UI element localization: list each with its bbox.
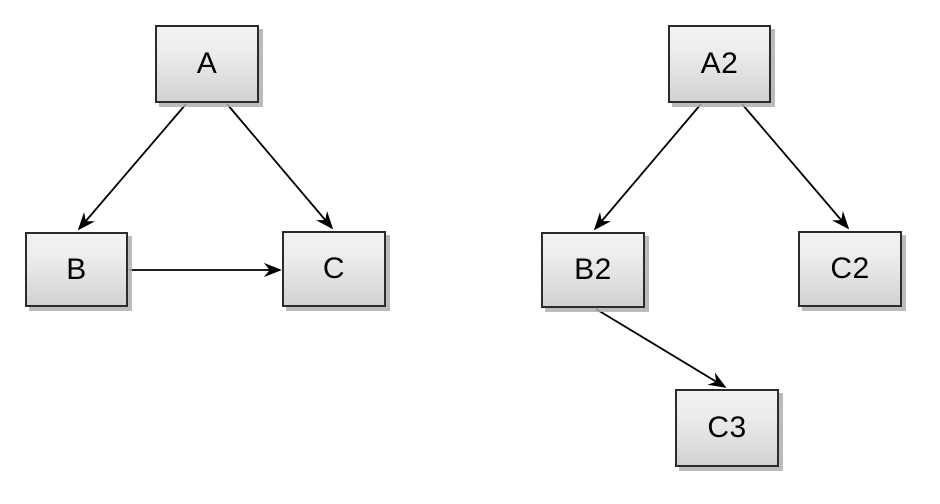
node-label-c2: C2	[830, 252, 870, 285]
edge-a2-to-c2	[741, 103, 850, 230]
node-label-a2: A2	[700, 47, 739, 80]
node-c2[interactable]: C2	[798, 231, 902, 307]
node-c3[interactable]: C3	[675, 389, 779, 467]
node-c[interactable]: C	[282, 231, 386, 307]
node-b2[interactable]: B2	[541, 232, 645, 308]
node-b[interactable]: B	[25, 232, 128, 307]
edge-a2-to-b2	[593, 103, 702, 231]
node-label-c: C	[322, 252, 346, 285]
node-label-a: A	[196, 47, 218, 80]
edge-b2-to-c3	[595, 308, 727, 388]
edge-a-to-c	[226, 103, 334, 230]
node-label-b: B	[66, 252, 87, 286]
node-a[interactable]: A	[155, 25, 259, 103]
node-label-c3: C3	[707, 411, 747, 444]
edge-a-to-b	[77, 103, 187, 231]
node-label-b2: B2	[574, 253, 612, 286]
node-a2[interactable]: A2	[668, 25, 771, 103]
